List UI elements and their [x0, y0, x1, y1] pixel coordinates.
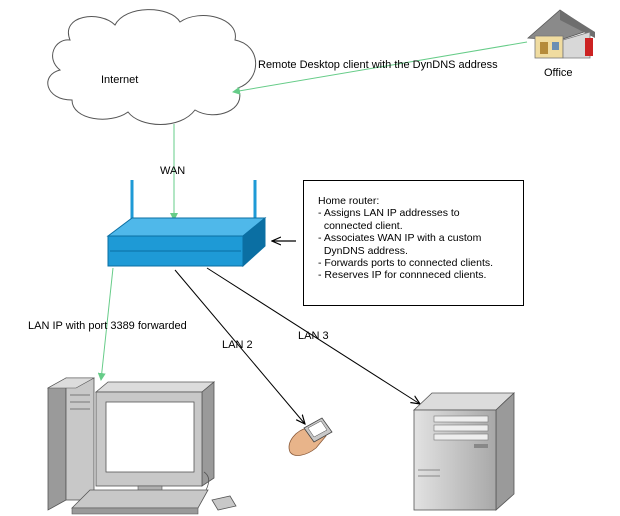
wan-label: WAN: [160, 165, 186, 177]
internet-label: Internet: [101, 74, 139, 86]
lan2-label: LAN 2: [222, 339, 253, 351]
lan-ip-label: LAN IP with port 3389 forwarded: [28, 320, 187, 332]
cloud-icon: [47, 9, 257, 125]
router-note-line: - Reserves IP for connneced clients.: [318, 269, 487, 282]
lan2-link: [174, 269, 305, 424]
lan-ip-link: [97, 267, 114, 381]
router-note-line: - Assigns LAN IP addresses to connected …: [318, 207, 460, 232]
pda-hand-icon: [288, 417, 333, 456]
router-note-title: Home router:: [318, 195, 380, 207]
router-note-box: Home router: - Assigns LAN IP addresses …: [303, 180, 524, 306]
router-note-line: - Forwards ports to connected clients.: [318, 257, 494, 270]
house-icon: [527, 9, 595, 59]
lan3-label: LAN 3: [298, 330, 329, 342]
lan3-link: [206, 267, 420, 404]
router-icon: [106, 180, 267, 268]
remote-desktop-label: Remote Desktop client with the DynDNS ad…: [258, 59, 498, 71]
router-note-line: - Associates WAN IP with a custom DynDNS…: [318, 232, 482, 257]
server-tower-icon: [412, 392, 516, 511]
remote-desktop-link: [232, 41, 528, 95]
office-label: Office: [544, 67, 573, 79]
desktop-computer-icon: [46, 377, 237, 515]
